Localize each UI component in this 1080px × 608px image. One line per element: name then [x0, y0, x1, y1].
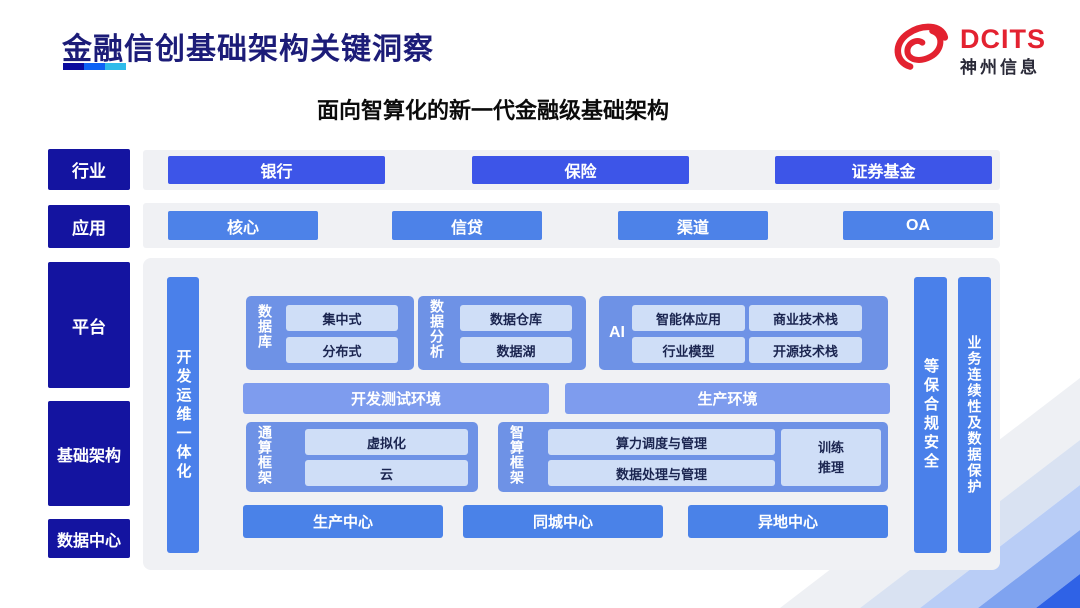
application-block-core: 核心: [168, 211, 318, 240]
analytics-item-warehouse: 数据仓库: [460, 305, 572, 331]
intelligent-item-train-inference: 训练推理: [781, 429, 881, 486]
logo-text-block: DCITS 神州信息: [960, 24, 1046, 77]
ai-item-commercial-stack: 商业技术栈: [749, 305, 862, 331]
diagram-subtitle: 面向智算化的新一代金融级基础架构: [316, 98, 669, 123]
page-title: 金融信创基础架构关键洞察: [62, 33, 434, 66]
business-continuity-label: 业务连续性及数据保护: [966, 335, 983, 495]
application-block-oa: OA: [843, 211, 993, 240]
database-item-distributed: 分布式: [286, 337, 398, 363]
intelligent-computing-group: 智算框架 算力调度与管理 数据处理与管理 训练推理: [498, 422, 888, 492]
center-production: 生产中心: [243, 505, 443, 538]
ai-item-opensource-stack: 开源技术栈: [749, 337, 862, 363]
ai-group-label: AI: [609, 324, 625, 341]
side-label-infrastructure: 基础架构: [48, 401, 130, 506]
intelligent-item-data-processing: 数据处理与管理: [548, 460, 775, 486]
center-same-city: 同城中心: [463, 505, 663, 538]
business-continuity-pillar: 业务连续性及数据保护: [958, 277, 991, 553]
devops-pillar-label: 开发运维一体化: [174, 348, 192, 482]
general-item-cloud: 云: [305, 460, 468, 486]
security-compliance-label: 等保合规安全: [922, 358, 939, 472]
train-inference-label: 训练推理: [817, 440, 844, 475]
general-item-virtualization: 虚拟化: [305, 429, 468, 455]
ai-item-industry-models: 行业模型: [632, 337, 745, 363]
underline-segment-blue: [84, 63, 105, 70]
intelligent-item-compute-scheduling: 算力调度与管理: [548, 429, 775, 455]
industry-block-insurance: 保险: [472, 156, 689, 184]
database-group: 数据库 集中式 分布式: [246, 296, 414, 370]
analytics-item-lake: 数据湖: [460, 337, 572, 363]
side-label-datacenter: 数据中心: [48, 519, 130, 558]
underline-segment-cyan: [105, 63, 126, 70]
logo-brand-text: DCITS: [960, 24, 1046, 54]
devops-pillar: 开发运维一体化: [167, 277, 199, 553]
logo-company-text: 神州信息: [960, 58, 1040, 77]
intelligent-computing-group-label: 智算框架: [509, 425, 525, 485]
title-underline: [63, 63, 126, 70]
data-analytics-group: 数据分析 数据仓库 数据湖: [418, 296, 586, 370]
data-analytics-group-label: 数据分析: [429, 299, 445, 359]
dcits-logo-icon: [894, 23, 949, 70]
industry-block-securities: 证券基金: [775, 156, 992, 184]
side-label-platform: 平台: [48, 262, 130, 388]
side-label-application: 应用: [48, 205, 130, 248]
database-group-label: 数据库: [257, 304, 273, 349]
side-label-industry: 行业: [48, 149, 130, 190]
general-computing-group-label: 通算框架: [257, 425, 273, 485]
application-block-channel: 渠道: [618, 211, 768, 240]
ai-group: AI 智能体应用 商业技术栈 行业模型 开源技术栈: [599, 296, 888, 370]
dev-test-environment-bar: 开发测试环境: [243, 383, 549, 414]
application-block-credit: 信贷: [392, 211, 542, 240]
industry-block-bank: 银行: [168, 156, 385, 184]
underline-segment-dark: [63, 63, 84, 70]
ai-item-agent-apps: 智能体应用: [632, 305, 745, 331]
security-compliance-pillar: 等保合规安全: [914, 277, 947, 553]
production-environment-bar: 生产环境: [565, 383, 890, 414]
general-computing-group: 通算框架 虚拟化 云: [246, 422, 478, 492]
database-item-centralized: 集中式: [286, 305, 398, 331]
center-remote: 异地中心: [688, 505, 888, 538]
